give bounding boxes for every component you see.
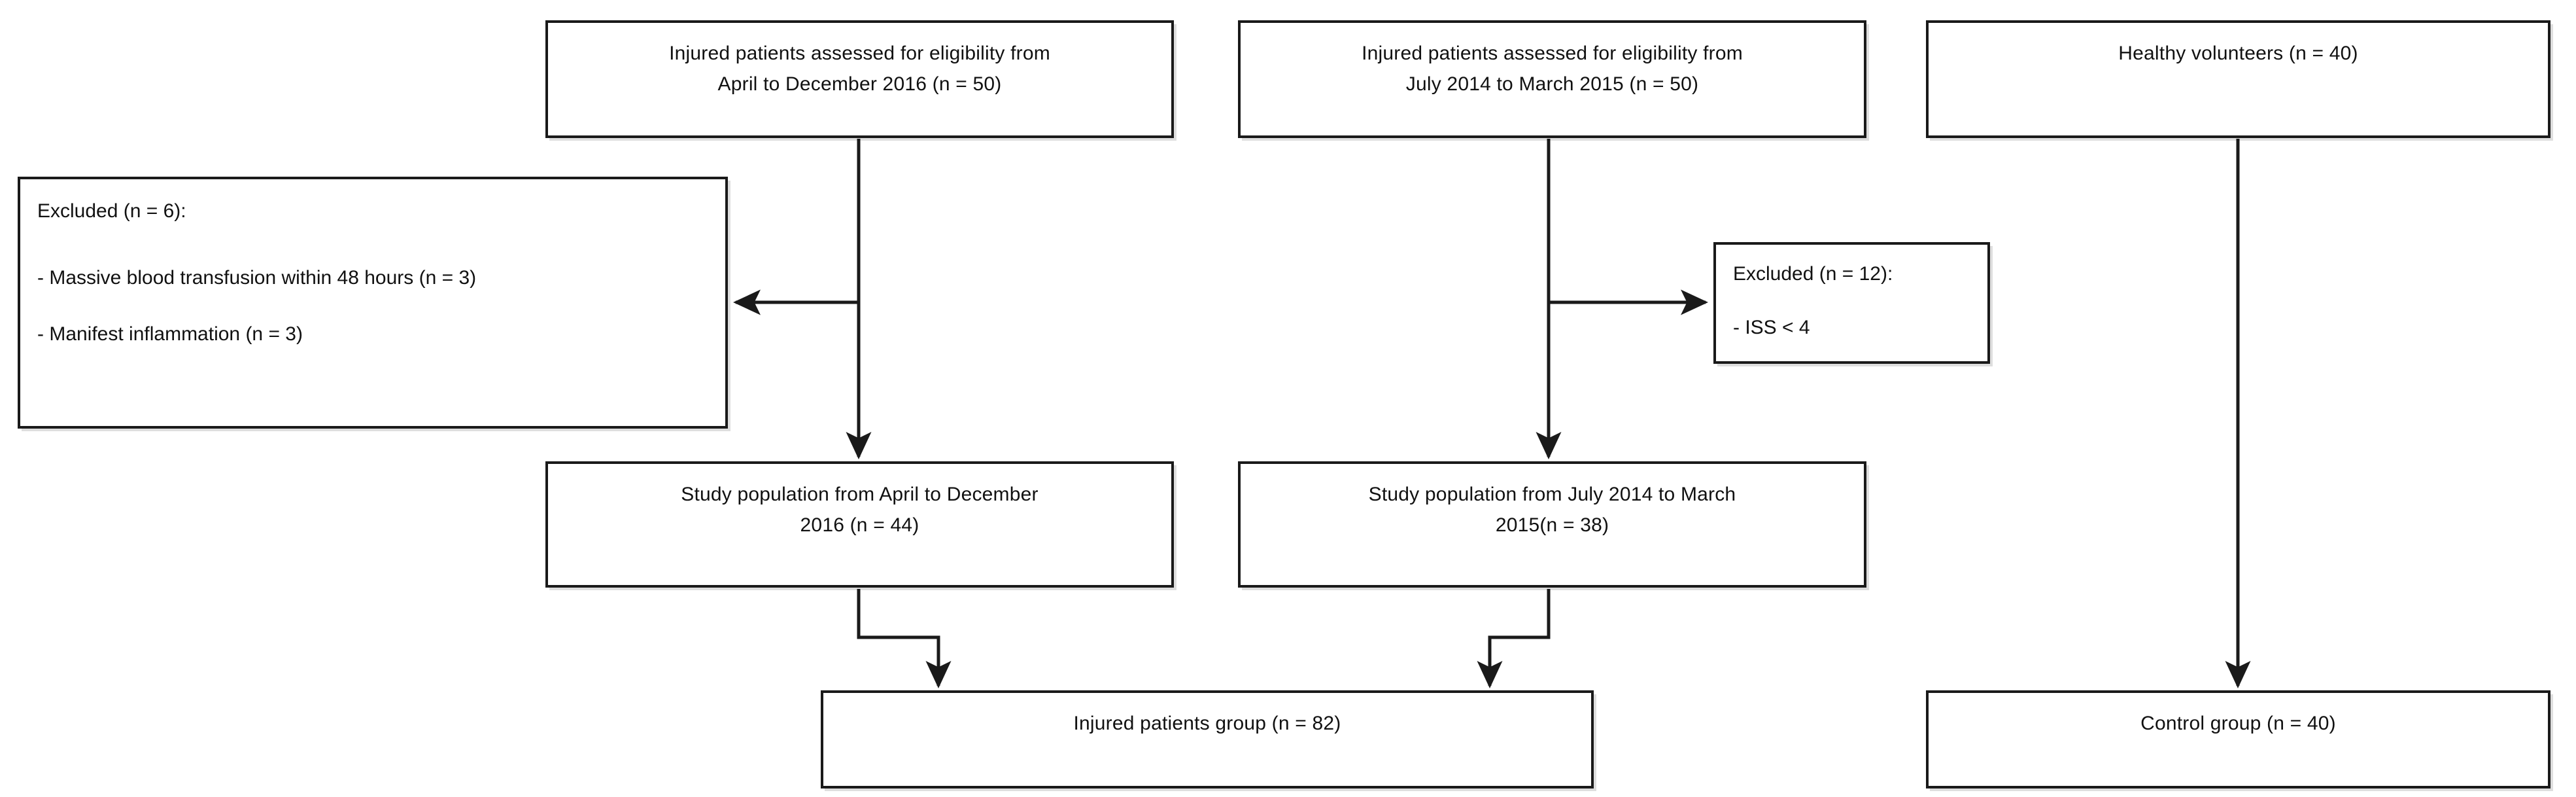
box-study-population-2014-label: Study population from July 2014 to March… bbox=[1368, 484, 1736, 536]
box-study-population-2014: Study population from July 2014 to March… bbox=[1238, 461, 1866, 588]
box-excluded-left-item-2: - Manifest inflammation (n = 3) bbox=[37, 323, 303, 345]
box-healthy-volunteers: Healthy volunteers (n = 40) bbox=[1926, 20, 2550, 138]
box-injured-patients-2014-label: Injured patients assessed for eligibilit… bbox=[1362, 43, 1743, 95]
box-injured-patients-2016-label: Injured patients assessed for eligibilit… bbox=[669, 43, 1050, 95]
box-injured-patients-2016: Injured patients assessed for eligibilit… bbox=[545, 20, 1174, 138]
box-injured-patients-group-label: Injured patients group (n = 82) bbox=[1073, 713, 1341, 734]
box-excluded-left-item-1: - Massive blood transfusion within 48 ho… bbox=[37, 267, 477, 289]
box-excluded-right-item-1: - ISS < 4 bbox=[1733, 317, 1810, 338]
box-excluded-right-header: Excluded (n = 12): bbox=[1733, 263, 1893, 285]
box-control-group-label: Control group (n = 40) bbox=[2140, 713, 2336, 734]
box-healthy-volunteers-label: Healthy volunteers (n = 40) bbox=[2118, 43, 2358, 64]
box-injured-patients-group: Injured patients group (n = 82) bbox=[821, 690, 1594, 788]
box-study-population-2016-label: Study population from April to December … bbox=[681, 484, 1039, 536]
box-study-population-2016: Study population from April to December … bbox=[545, 461, 1174, 588]
box-excluded-left-header: Excluded (n = 6): bbox=[37, 200, 186, 222]
box-excluded-right: Excluded (n = 12): - ISS < 4 bbox=[1713, 242, 1990, 364]
box-control-group: Control group (n = 40) bbox=[1926, 690, 2550, 788]
connector-studypop2-to-injured-group bbox=[1477, 589, 1551, 689]
box-injured-patients-2014: Injured patients assessed for eligibilit… bbox=[1238, 20, 1866, 138]
connector-studypop1-to-injured-group bbox=[857, 589, 952, 689]
box-excluded-left: Excluded (n = 6): - Massive blood transf… bbox=[18, 177, 728, 429]
